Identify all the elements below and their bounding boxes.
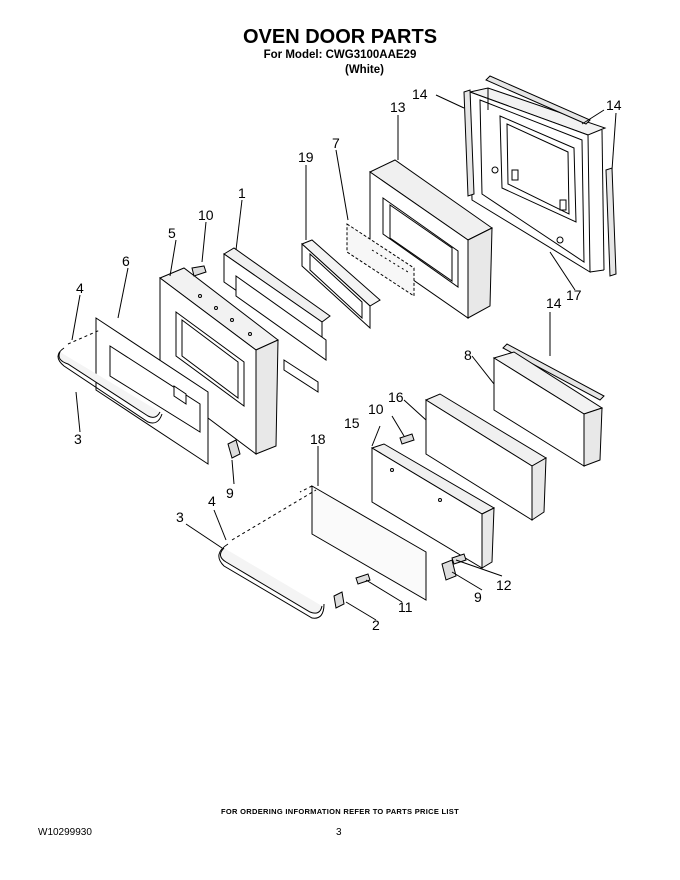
callout-4: 4 [76,280,84,296]
callout-19: 19 [298,149,314,165]
page-number: 3 [336,827,342,838]
color-variant: (White) [345,64,384,76]
callout-10: 10 [368,401,384,417]
callout-12: 12 [496,577,512,593]
page-title: OVEN DOOR PARTS [242,26,438,48]
drawer-back-panel-part-8 [492,351,604,467]
callout-6: 6 [122,253,130,269]
callout-2: 2 [372,617,380,633]
callout-9: 9 [474,589,482,605]
hardware-parts-lower [333,433,467,609]
door-outer-panel-part-13 [369,159,493,319]
callout-14: 14 [606,97,622,113]
document-number: W10299930 [38,827,92,838]
outer-door-part-6 [95,317,209,465]
glass-frame-part-19 [301,239,381,330]
drawer-inner-panel-part-16 [424,393,547,521]
bracket-part-9-upper [227,439,241,459]
model-line: For Model: CWG3100AAE29 [263,49,417,61]
callout-7: 7 [332,135,340,151]
callout-15: 15 [344,415,360,431]
callout-18: 18 [310,431,326,447]
callout-14: 14 [546,295,562,311]
callout-3: 3 [176,509,184,525]
drawer-panel-part-18 [299,485,427,601]
ordering-note: FOR ORDERING INFORMATION REFER TO PARTS … [221,807,459,816]
callout-8: 8 [464,347,472,363]
inner-glass-assembly-part-1 [223,247,331,393]
callout-3: 3 [74,431,82,447]
callout-5: 5 [168,225,176,241]
callout-leader-lines [71,94,617,621]
door-gasket-parts-14 [463,75,617,401]
alignment-lines [67,329,317,541]
callout-9: 9 [226,485,234,501]
callout-16: 16 [388,389,404,405]
door-liner-part-5 [159,267,279,455]
callout-10: 10 [198,207,214,223]
callout-13: 13 [390,99,406,115]
upper-door-handle-part-3 [57,347,163,424]
callout-17: 17 [566,287,582,303]
callout-4: 4 [208,493,216,509]
lower-drawer-handle-part-3 [218,543,325,619]
drawer-front-part-15 [370,443,496,569]
door-glass-part-7 [346,223,415,297]
callout-labels: 14 14 13 7 19 1 10 5 6 4 3 9 17 14 8 16 … [74,86,622,633]
screw-part-10 [191,265,207,277]
callout-11: 11 [398,599,413,615]
callout-14: 14 [412,86,428,102]
callout-1: 1 [238,185,246,201]
inner-door-frame-part-17 [468,87,607,273]
